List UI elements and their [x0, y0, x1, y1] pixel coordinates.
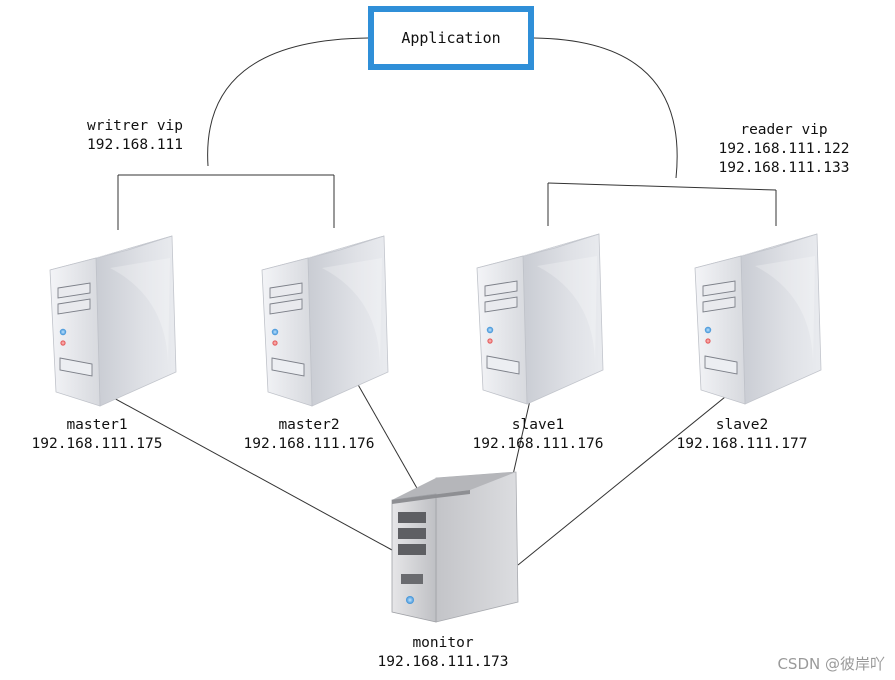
- server-master2-icon: [261, 235, 389, 407]
- server-name: slave2: [715, 417, 769, 433]
- monitor-ip: 192.168.111.173: [377, 654, 509, 670]
- server-name: slave1: [511, 417, 565, 433]
- server-ip: 192.168.111.175: [31, 436, 163, 452]
- reader-vip-title: reader vip: [740, 122, 828, 138]
- server-ip: 192.168.111.176: [243, 436, 375, 452]
- server-monitor-icon: [391, 471, 519, 623]
- reader-vip-ip-2: 192.168.111.133: [718, 160, 850, 176]
- reader-vip-ip-1: 192.168.111.122: [718, 141, 850, 157]
- writer-vip-ip: 192.168.111: [86, 137, 184, 153]
- server-master1-icon: [49, 235, 177, 407]
- reader-app-link: [533, 37, 678, 179]
- server-label-slave2: slave2 192.168.111.177: [662, 416, 822, 454]
- server-name: master2: [278, 417, 340, 433]
- writer-vip-title: writrer vip: [86, 118, 184, 134]
- writer-app-link: [207, 37, 369, 167]
- server-ip: 192.168.111.176: [472, 436, 604, 452]
- server-label-master2: master2 192.168.111.176: [229, 416, 389, 454]
- server-slave1-icon: [476, 233, 604, 405]
- reader-vip-bus: [547, 182, 777, 191]
- server-label-slave1: slave1 192.168.111.176: [458, 416, 618, 454]
- monitor-name: monitor: [412, 635, 474, 651]
- watermark: CSDN @彼岸吖: [777, 655, 885, 673]
- monitor-label: monitor 192.168.111.173: [363, 634, 523, 672]
- slave2-monitor-link: [517, 379, 747, 566]
- application-label: Application: [374, 12, 528, 64]
- server-ip: 192.168.111.177: [676, 436, 808, 452]
- writer-vip-label: writrer vip 192.168.111: [70, 117, 200, 155]
- master1-monitor-link: [89, 384, 393, 551]
- application-box: Application: [368, 6, 534, 70]
- server-label-master1: master1 192.168.111.175: [17, 416, 177, 454]
- server-name: master1: [66, 417, 128, 433]
- reader-vip-label: reader vip 192.168.111.122 192.168.111.1…: [704, 121, 864, 178]
- server-slave2-icon: [694, 233, 822, 405]
